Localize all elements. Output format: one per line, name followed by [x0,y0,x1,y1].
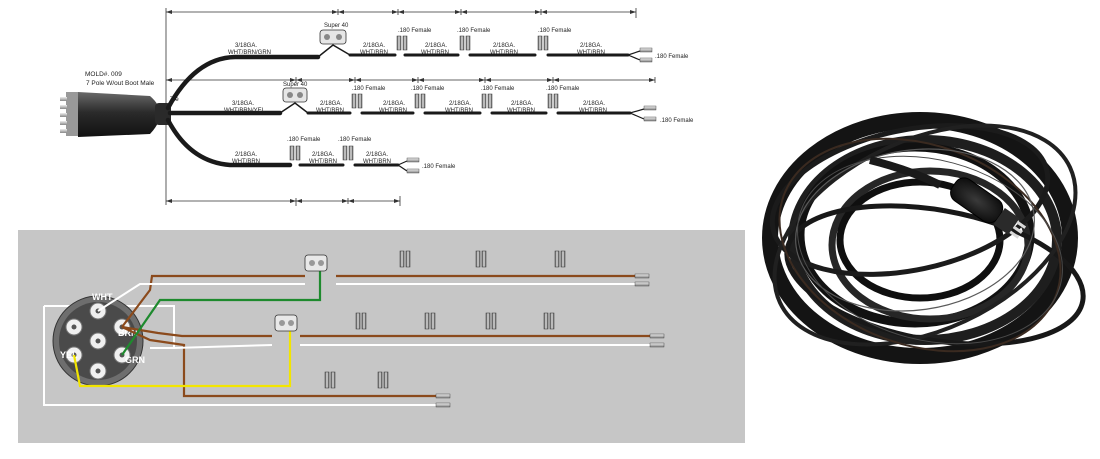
branch-3-end-label: .180 Female [422,164,456,170]
mold-number-label: MOLD#. 009 [85,71,122,78]
branch-2-seg5-colors: WHT/BRN [507,108,535,114]
branch-1-seg4-colors: WHT/BRN [490,50,518,56]
branch-2-end-terminals [629,105,657,122]
pin-label-wht: WHT [92,292,113,302]
dimension-arrowheads [166,10,655,203]
branch-2-seg4-colors: WHT/BRN [445,108,473,114]
branch-2-female-label-4: .180 Female [546,86,580,92]
coiled-harness-photo [762,112,1086,364]
branch-2-seg4-gauge: 2/18GA. [449,101,471,107]
branch-2-seg2-colors: WHT/BRN [316,108,344,114]
branch-1-seg2-gauge: 2/18GA. [363,43,385,49]
branch-2-seg5-gauge: 2/18GA. [511,101,533,107]
harness-cables [165,53,632,168]
branch-1-seg5-gauge: 2/18GA. [580,43,602,49]
top-wiring-diagram: MOLD#. 009 7 Pole W/out Boot Male Tie [60,8,694,206]
branch-2-female-label-3: .180 Female [481,86,515,92]
green-wire [121,262,322,356]
mold-type-label: 7 Pole W/out Boot Male [86,80,155,87]
branch-1-female-terminals [396,35,549,51]
branch-2-seg6-gauge: 2/18GA. [583,101,605,107]
branch-1-end-terminals [627,47,653,63]
branch-3-female-label-2: .180 Female [338,137,372,143]
branch-1-female-label-2: .180 Female [457,28,491,34]
branch-1-seg5-colors: WHT/BRN [577,50,605,56]
branch-1-seg1-colors: WHT/BRN/GRN [228,50,271,56]
splitter-label-lower: Super 40 [283,82,308,88]
branch-2-female-label-2: .180 Female [411,86,445,92]
branch-1-seg3-colors: WHT/BRN [421,50,449,56]
branch-2-seg2-gauge: 2/18GA. [320,101,342,107]
branch-3-seg2-colors: WHT/BRN [309,159,337,165]
branch-3-female-label-1: .180 Female [287,137,321,143]
branch-2-seg6-colors: WHT/BRN [579,108,607,114]
pin-wiring-panel: WHT BRN YEL GRN [18,230,745,443]
branch-3-female-terminals [289,145,354,161]
branch-2-female-terminals [351,93,559,109]
branch-2-female-label-1: .180 Female [352,86,386,92]
branch-3-seg1-gauge: 2/18GA. [235,152,257,158]
panel-splitter-upper [304,254,328,272]
splitter-super40-upper [317,29,351,58]
branch-1-seg2-colors: WHT/BRN [360,50,388,56]
pin-label-brn: BRN [118,328,138,338]
panel-end-terminals [435,273,665,408]
branch-1-end-label: .180 Female [655,54,689,60]
branch-2-seg1-gauge: 3/18GA. [232,101,254,107]
branch-2-seg3-gauge: 2/18GA. [383,101,405,107]
branch-2-seg1-colors: WHT/BRN/YEL [224,108,266,114]
branch-3-seg1-colors: WHT/BRN [232,159,260,165]
branch-1-seg3-gauge: 2/18GA. [425,43,447,49]
branch-3-seg2-gauge: 2/18GA. [312,152,334,158]
branch-1-female-label-3: .180 Female [538,28,572,34]
panel-splitter-lower [274,314,298,332]
branch-1-female-label-1: .180 Female [398,28,432,34]
branch-3-end-terminals [397,157,420,174]
pin-label-yel: YEL [60,350,78,360]
molded-plug [60,92,171,137]
dimension-lines [165,8,656,206]
splitter-label-upper: Super 40 [324,23,349,29]
branch-3-seg3-gauge: 2/18GA. [366,152,388,158]
panel-female-terminals [324,250,566,389]
branch-1-seg1-gauge: 3/18GA. [235,43,257,49]
branch-2-end-label: .180 Female [660,118,694,124]
seven-pole-connector-face [52,295,144,387]
yellow-wire [72,322,292,388]
pin-label-grn: GRN [125,355,145,365]
branch-1-seg4-gauge: 2/18GA. [493,43,515,49]
white-wires [97,283,650,406]
splitter-super40-lower [279,87,309,114]
branch-2-seg3-colors: WHT/BRN [379,108,407,114]
branch-3-seg3-colors: WHT/BRN [363,159,391,165]
brown-wires [121,274,650,398]
